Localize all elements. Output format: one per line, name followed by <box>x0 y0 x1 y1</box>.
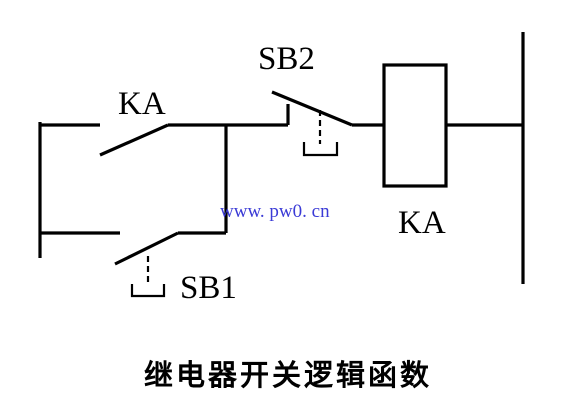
ka-coil-label: KA <box>398 205 446 241</box>
diagram-caption: 继电器开关逻辑函数 <box>144 358 432 392</box>
watermark-text: www. pw0. cn <box>220 201 330 222</box>
sb1-label: SB1 <box>180 270 237 306</box>
ka-contact-label: KA <box>118 86 166 122</box>
sb2-push-head <box>302 142 339 157</box>
ka-coil <box>382 63 448 188</box>
ka-contact-blade <box>99 123 169 157</box>
sb1-blade <box>114 231 179 266</box>
sb1-push-head <box>130 284 166 298</box>
sb2-blade <box>271 90 353 127</box>
sb2-label: SB2 <box>258 41 315 77</box>
